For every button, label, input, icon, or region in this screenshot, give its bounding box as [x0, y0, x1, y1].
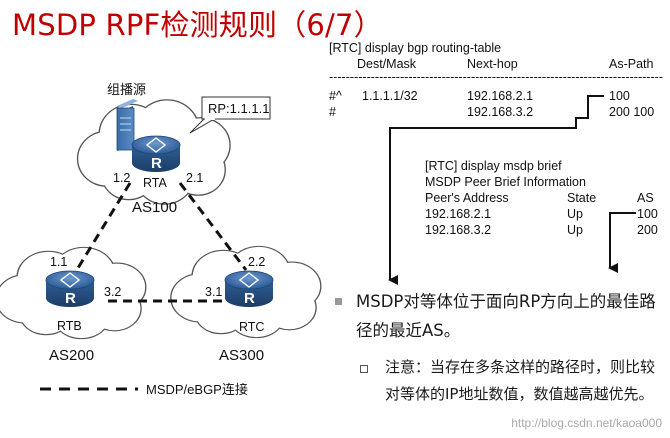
iface-rtc-2: 3.1: [205, 285, 222, 299]
msdp-row1-state: Up: [567, 207, 583, 221]
router-name-rtc: RTC: [239, 320, 264, 334]
link-rta-rtb: [76, 182, 132, 269]
msdp-subtitle: MSDP Peer Brief Information: [425, 175, 586, 189]
legend-label: MSDP/eBGP连接: [146, 382, 248, 397]
bgp-header-dest: Dest/Mask: [357, 57, 417, 71]
router-rta: R: [131, 135, 181, 172]
bgp-row1-dest: 1.1.1.1/32: [362, 89, 418, 103]
source-label: 组播源: [107, 82, 146, 97]
msdp-header-peer: Peer's Address: [425, 191, 509, 205]
router-glyph: R: [65, 290, 76, 307]
iface-rtb-2: 3.2: [104, 285, 121, 299]
bgp-row2-aspath: 200 100: [609, 105, 654, 119]
multicast-source-server-icon: [116, 99, 138, 151]
bgp-command: [RTC] display bgp routing-table: [329, 41, 501, 55]
msdp-row2-as: 200: [637, 223, 658, 237]
iface-rta-1: 1.2: [113, 171, 130, 185]
bullet-square-icon: [360, 365, 368, 373]
router-icon: R: [45, 270, 95, 307]
msdp-row2-state: Up: [567, 223, 583, 237]
iface-rtb-1: 1.1: [50, 255, 67, 269]
bgp-row2-nexthop: 192.168.3.2: [467, 105, 533, 119]
msdp-command: [RTC] display msdp brief: [425, 159, 562, 173]
router-icon: R: [224, 270, 274, 307]
bgp-row1-aspath: 100: [609, 89, 630, 103]
bgp-row1-flag: #^: [329, 89, 342, 103]
iface-rtc-1: 2.2: [248, 255, 265, 269]
rp-callout: RP:1.1.1.1: [189, 96, 271, 134]
watermark: http://blog.csdn.net/kaoa000: [511, 416, 662, 430]
as-label-as100: AS100: [132, 199, 177, 216]
msdp-row1-as: 100: [637, 207, 658, 221]
bullet-dot-icon: [335, 298, 342, 305]
bgp-table: [RTC] display bgp routing-table Dest/Mas…: [329, 41, 663, 119]
msdp-row1-peer: 192.168.2.1: [425, 207, 491, 221]
msdp-row2-peer: 192.168.3.2: [425, 223, 491, 237]
msdp-brief-table: [RTC] display msdp brief MSDP Peer Brief…: [425, 159, 658, 237]
iface-rta-2: 2.1: [186, 171, 203, 185]
bgp-row2-flag: #: [329, 105, 336, 119]
arrow-msdp-to-bullet: [608, 212, 636, 273]
router-glyph: R: [244, 290, 255, 307]
router-name-rtb: RTB: [57, 319, 82, 333]
router-rtb: R: [45, 270, 95, 307]
bgp-row1-nexthop: 192.168.2.1: [467, 89, 533, 103]
page-title: MSDP RPF检测规则（6/7）: [12, 8, 383, 42]
arrow-bgp-to-bullet: [388, 95, 604, 285]
sub-bullet-text: 注意：当存在多条这样的路径时，则比较对等体的IP地址数值，数值越高越优先。: [385, 358, 656, 403]
bgp-separator: ----------------------------------------…: [329, 70, 663, 84]
as-label-as200: AS200: [49, 347, 94, 364]
main-bullet-text: MSDP对等体位于面向RP方向上的最佳路径的最近AS。: [356, 292, 656, 340]
rp-callout-text: RP:1.1.1.1: [208, 101, 269, 116]
router-glyph: R: [151, 155, 162, 172]
link-rta-rtc: [178, 182, 248, 271]
msdp-header-as: AS: [637, 191, 654, 205]
router-icon: R: [131, 135, 181, 172]
as-label-as300: AS300: [219, 347, 264, 364]
msdp-header-state: State: [567, 191, 596, 205]
bgp-header-aspath: As-Path: [609, 57, 654, 71]
router-name-rta: RTA: [143, 176, 168, 190]
bgp-header-nexthop: Next-hop: [467, 57, 518, 71]
router-rtc: R: [224, 270, 274, 307]
